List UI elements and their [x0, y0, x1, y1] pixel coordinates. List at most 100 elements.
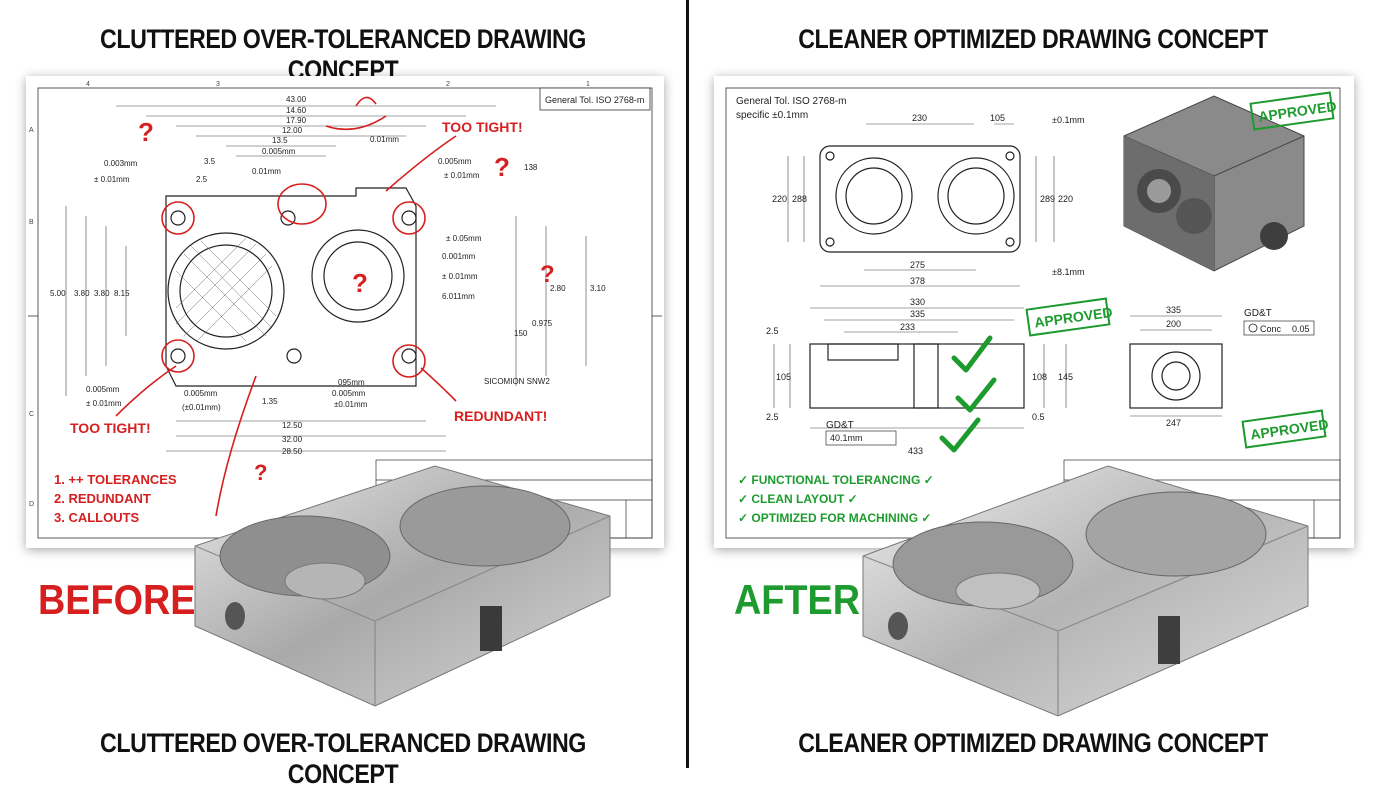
- dim-r-19: 433: [908, 446, 923, 456]
- before-drawing-sheet: 4 3 2 1 A B C D General Tol. ISO 2768-m: [26, 76, 664, 548]
- before-list-item-2: 2. REDUNDANT: [54, 491, 151, 506]
- dim-r-20: 335: [1166, 305, 1181, 315]
- dim-l-17: ± 0.01mm: [442, 272, 478, 281]
- before-border-d: D: [29, 501, 34, 508]
- dim-l-35: 8.15: [114, 289, 130, 298]
- dim-l-25: 1.35: [262, 397, 278, 406]
- dim-r-1: 105: [990, 113, 1005, 123]
- dim-r-5: 289: [1040, 194, 1055, 204]
- before-general-tol: General Tol. ISO 2768-m: [545, 95, 644, 105]
- dim-l-28: ±0.01mm: [334, 400, 368, 409]
- dim-r-13: 2.5: [766, 326, 779, 336]
- dim-r-6: 220: [1058, 194, 1073, 204]
- gdt-label-1: GD&T: [826, 420, 854, 431]
- after-title-top: CLEANER OPTIMIZED DRAWING CONCEPT: [798, 24, 1268, 54]
- dim-l-8: ± 0.01mm: [94, 175, 130, 184]
- dim-l-16: 0.001mm: [442, 252, 476, 261]
- question-mark-icon: ?: [352, 268, 368, 298]
- question-mark-icon: ?: [494, 152, 510, 182]
- iso-part-render: [1123, 95, 1305, 272]
- dim-l-37: 3.10: [590, 284, 606, 293]
- dim-r-7: 275: [910, 260, 925, 270]
- dim-r-21: 200: [1166, 319, 1181, 329]
- dim-l-30: 32.00: [282, 435, 303, 444]
- gdt-conc-label: Conc: [1260, 324, 1282, 334]
- before-machined-part: [194, 465, 611, 707]
- dim-l-29: 12.50: [282, 421, 303, 430]
- after-machined-part: [862, 465, 1309, 717]
- before-border-c: C: [29, 411, 34, 418]
- dim-l-33: 3.80: [74, 289, 90, 298]
- dim-l-0: 43.00: [286, 95, 307, 104]
- dim-r-8: 378: [910, 276, 925, 286]
- dim-l-24: (±0.01mm): [182, 403, 221, 412]
- dim-l-21: 0.005mm: [86, 385, 120, 394]
- dim-l-5: 0.005mm: [262, 147, 296, 156]
- before-border-a: A: [29, 127, 34, 134]
- dim-l-2: 17.90: [286, 116, 307, 125]
- before-border-3: 3: [216, 81, 220, 88]
- gdt-label-2: GD&T: [1244, 308, 1272, 319]
- gdt-conc-value: 0.05: [1292, 324, 1310, 334]
- dim-r-2: ±0.1mm: [1052, 115, 1084, 125]
- check-icon: [955, 377, 997, 413]
- after-label: AFTER: [734, 576, 860, 623]
- dim-l-15: ± 0.05mm: [446, 234, 482, 243]
- dim-r-0: 230: [912, 113, 927, 123]
- dim-l-23: 0.005mm: [184, 389, 218, 398]
- dim-l-26: 095mm: [338, 378, 365, 387]
- dim-r-10: 330: [910, 297, 925, 307]
- before-list-item-3: 3. CALLOUTS: [54, 510, 140, 525]
- dim-r-12: 233: [900, 322, 915, 332]
- before-title-bottom: CLUTTERED OVER-TOLERANCED DRAWING CONCEP…: [100, 728, 586, 789]
- annotation-too-tight-1: TOO TIGHT!: [442, 119, 523, 135]
- dim-l-18: 6.011mm: [442, 292, 475, 301]
- dim-l-22: ± 0.01mm: [86, 399, 122, 408]
- annotation-too-tight-2: TOO TIGHT!: [70, 420, 151, 436]
- dim-r-17: 2.5: [766, 412, 779, 422]
- dim-r-22: 247: [1166, 418, 1181, 428]
- before-border-4: 4: [86, 81, 90, 88]
- dim-r-16: 145: [1058, 372, 1073, 382]
- center-divider: [686, 0, 689, 768]
- dim-l-20: 0.975: [532, 319, 553, 328]
- before-border-b: B: [29, 219, 34, 226]
- before-border-2: 2: [446, 81, 450, 88]
- before-title-top: CLUTTERED OVER-TOLERANCED DRAWING CONCEP…: [100, 24, 586, 85]
- dim-l-3: 12.00: [282, 126, 303, 135]
- dim-l-6: 0.01mm: [370, 135, 399, 144]
- dim-l-10: 2.5: [196, 175, 208, 184]
- before-label: BEFORE: [38, 576, 196, 623]
- dim-l-19: 150: [514, 329, 528, 338]
- question-mark-icon: ?: [138, 117, 154, 147]
- dim-l-4: 13.5: [272, 136, 288, 145]
- dim-r-3: 220: [772, 194, 787, 204]
- question-mark-icon: ?: [254, 460, 267, 485]
- dim-l-12: 0.005mm: [438, 157, 472, 166]
- dim-l-31: 28.50: [282, 447, 303, 456]
- dim-l-38: SICOMION SNW2: [484, 377, 550, 386]
- before-border-1: 1: [586, 81, 590, 88]
- gdt-frame-1: 40.1mm: [830, 433, 863, 443]
- dim-r-9: ±8.1mm: [1052, 267, 1084, 277]
- dim-l-32: 5.00: [50, 289, 66, 298]
- after-specific-tol: specific ±0.1mm: [736, 110, 808, 121]
- dim-l-7: 0.003mm: [104, 159, 138, 168]
- dim-r-11: 335: [910, 309, 925, 319]
- question-mark-icon: ?: [540, 261, 555, 288]
- dim-l-34: 3.80: [94, 289, 110, 298]
- dim-l-27: 0.005mm: [332, 389, 366, 398]
- annotation-redundant: REDUNDANT!: [454, 408, 547, 424]
- after-drawing-svg: General Tol. ISO 2768-m specific ±0.1mm: [725, 87, 1341, 539]
- dim-l-9: 3.5: [204, 157, 216, 166]
- after-check-item-2: ✓ CLEAN LAYOUT ✓: [738, 492, 858, 506]
- after-title-bottom: CLEANER OPTIMIZED DRAWING CONCEPT: [798, 728, 1268, 758]
- dim-l-36: 2.80: [550, 284, 566, 293]
- dim-r-14: 105: [776, 372, 791, 382]
- before-panel: CLUTTERED OVER-TOLERANCED DRAWING CONCEP…: [0, 0, 686, 789]
- dim-r-15: 108: [1032, 372, 1047, 382]
- after-check-item-3: ✓ OPTIMIZED FOR MACHINING ✓: [738, 511, 931, 525]
- after-panel: CLEANER OPTIMIZED DRAWING CONCEPT Genera…: [690, 0, 1376, 768]
- check-icon: [939, 417, 981, 453]
- dim-l-13: ± 0.01mm: [444, 171, 480, 180]
